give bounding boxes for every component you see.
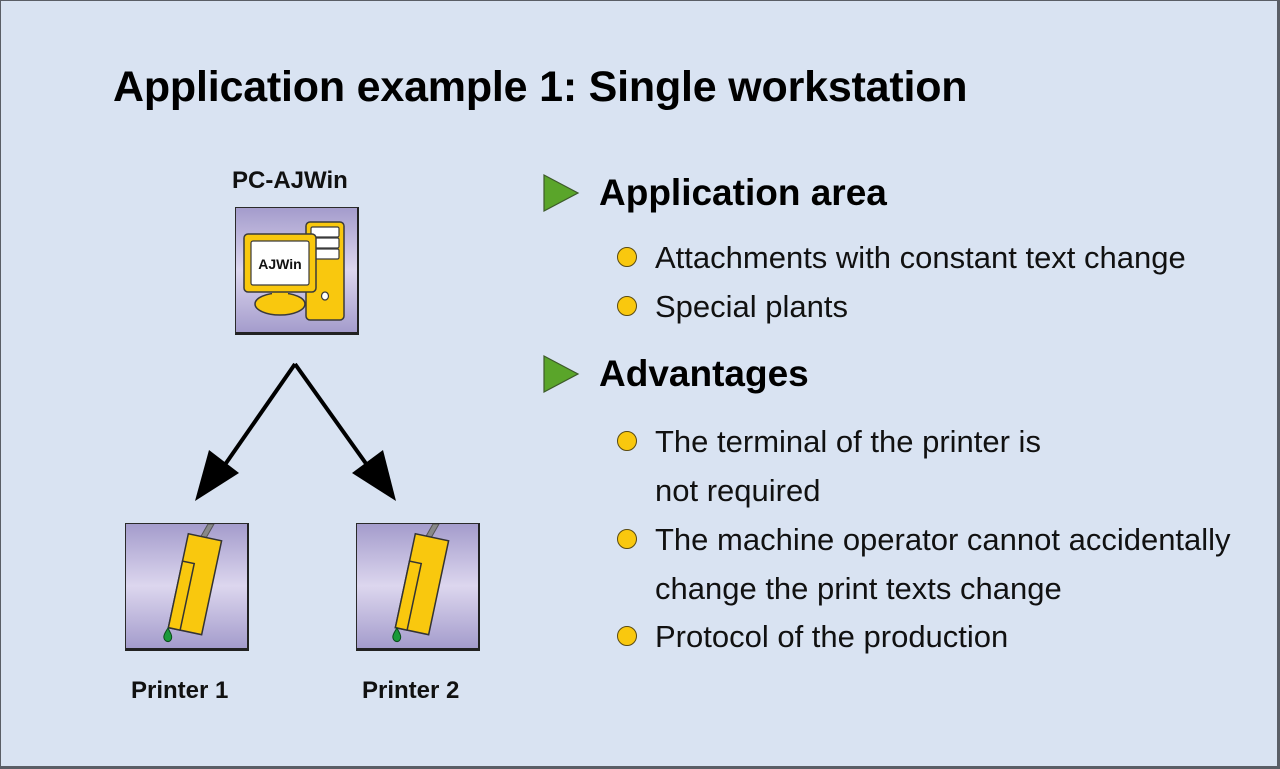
list-item-text: Protocol of the production: [655, 619, 1009, 654]
yellow-circle-bullet-icon: [617, 247, 637, 267]
pc-label: PC-AJWin: [232, 167, 348, 194]
printer-1-label: Printer 1: [131, 677, 229, 704]
computer-icon: AJWin: [243, 221, 345, 321]
yellow-circle-bullet-icon: [617, 626, 637, 646]
list-item-text-line: The terminal of the printer is: [655, 424, 1041, 459]
list-item-text: Attachments with constant text change: [655, 240, 1186, 275]
green-triangle-bullet-icon: [543, 355, 580, 393]
printer-1-tile: [125, 523, 249, 651]
list-item-text-line: change the print texts change: [655, 571, 1062, 606]
pc-tile: AJWin: [235, 207, 359, 335]
list-item: The terminal of the printer is not requi…: [617, 417, 1041, 515]
yellow-circle-bullet-icon: [617, 296, 637, 316]
list-item-text: Special plants: [655, 289, 849, 324]
section-heading-text: Application area: [599, 172, 887, 213]
inkjet-printhead-icon: [163, 524, 223, 642]
section-heading-advantages: Advantages: [541, 353, 809, 395]
green-triangle-bullet-icon: [543, 174, 580, 212]
yellow-circle-bullet-icon: [617, 431, 637, 451]
arrow-to-printer-1: [213, 362, 297, 481]
yellow-circle-bullet-icon: [617, 529, 637, 549]
slide-title: Application example 1: Single workstatio…: [113, 63, 968, 111]
arrowhead-printer-1: [195, 450, 239, 501]
arrowhead-printer-2: [352, 450, 396, 501]
inkjet-printhead-icon: [392, 524, 450, 642]
list-item: Special plants: [617, 282, 848, 331]
list-item-text-line: The machine operator cannot accidentally: [655, 522, 1231, 557]
list-item-text-line: not required: [655, 473, 821, 508]
arrow-to-printer-2: [293, 362, 379, 481]
list-item: Protocol of the production: [617, 612, 1008, 661]
printer-2-tile: [356, 523, 480, 651]
connector-arrows: [195, 362, 396, 501]
section-heading-application-area: Application area: [541, 172, 887, 214]
list-item: Attachments with constant text change: [617, 233, 1186, 282]
list-item: The machine operator cannot accidentally…: [617, 515, 1231, 613]
pc-screen-text: AJWin: [258, 256, 301, 272]
printer-2-label: Printer 2: [362, 677, 460, 704]
section-heading-text: Advantages: [599, 353, 809, 394]
